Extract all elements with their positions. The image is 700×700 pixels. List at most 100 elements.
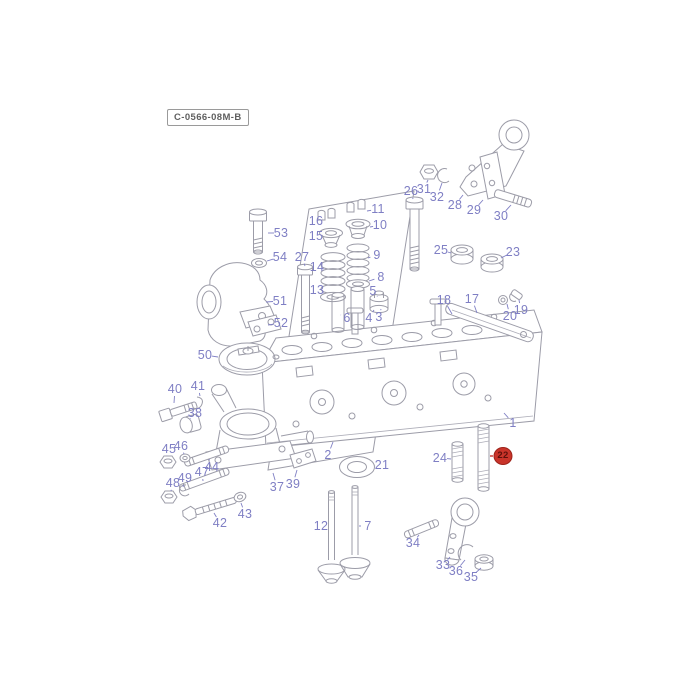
part-label-10[interactable]: 10 [372, 217, 388, 232]
part-label-44[interactable]: 44 [204, 459, 220, 474]
part-label-39[interactable]: 39 [285, 476, 301, 491]
part-label-33[interactable]: 33 [435, 557, 451, 572]
leader-line-39 [294, 469, 298, 478]
part-label-4[interactable]: 4 [365, 310, 373, 325]
leader-line-54 [266, 258, 274, 262]
leader-line-17 [473, 305, 478, 314]
part-label-6[interactable]: 6 [343, 310, 351, 325]
nut-23-drawing [480, 253, 504, 273]
studs-nuts-washers-drawing [159, 445, 247, 522]
part-label-49[interactable]: 49 [177, 470, 193, 485]
leader-line-42 [213, 512, 217, 518]
part-label-54[interactable]: 54 [272, 249, 288, 264]
part-label-26[interactable]: 26 [403, 183, 419, 198]
part-label-50[interactable]: 50 [197, 347, 213, 362]
nut-25-drawing [450, 244, 474, 265]
leader-line-51 [265, 301, 274, 303]
part-label-37[interactable]: 37 [269, 479, 285, 494]
part-label-25[interactable]: 25 [433, 242, 449, 257]
leader-line-32 [438, 182, 443, 191]
part-label-22[interactable]: 22 [493, 447, 513, 465]
leader-line-36 [460, 559, 466, 566]
part-label-27[interactable]: 27 [294, 249, 310, 264]
part-label-8[interactable]: 8 [377, 269, 385, 284]
drawing-code-label: C-0566-08M-B [174, 112, 242, 123]
thermostat-drawing [218, 342, 280, 376]
part-label-51[interactable]: 51 [272, 293, 288, 308]
leader-line-25 [447, 251, 452, 254]
part-label-47[interactable]: 47 [194, 464, 210, 479]
cylinder-head-drawing [261, 298, 543, 449]
seal-ring-drawing [339, 456, 375, 478]
leader-line-33 [447, 556, 451, 560]
part-label-1[interactable]: 1 [509, 415, 517, 430]
lifting-bracket-drawing [419, 119, 533, 208]
part-label-45[interactable]: 45 [161, 441, 177, 456]
part-label-7[interactable]: 7 [364, 518, 372, 533]
part-label-20[interactable]: 20 [502, 308, 518, 323]
part-label-13[interactable]: 13 [309, 282, 325, 297]
part-label-46[interactable]: 46 [173, 438, 189, 453]
leader-line-23 [500, 254, 507, 259]
part-label-19[interactable]: 19 [513, 302, 529, 317]
leader-line-18 [447, 305, 453, 315]
part-label-3[interactable]: 3 [375, 309, 383, 324]
part-label-15[interactable]: 15 [308, 228, 324, 243]
part-label-11[interactable]: 11 [371, 201, 385, 216]
part-label-2[interactable]: 2 [324, 447, 332, 462]
part-label-31[interactable]: 31 [416, 181, 432, 196]
part-label-38[interactable]: 38 [187, 405, 203, 420]
part-label-48[interactable]: 48 [165, 475, 181, 490]
valves-drawing [317, 485, 371, 584]
part-label-17[interactable]: 17 [464, 291, 480, 306]
part-label-18[interactable]: 18 [436, 292, 452, 307]
water-elbow-drawing [196, 262, 282, 347]
part-label-34[interactable]: 34 [405, 535, 421, 550]
leader-line-10 [369, 225, 374, 228]
leader-line-46 [183, 452, 185, 455]
leader-line-35 [475, 567, 482, 573]
part-label-35[interactable]: 35 [463, 569, 479, 584]
part-label-16[interactable]: 16 [308, 213, 324, 228]
valve-guides-seals-drawing [331, 286, 389, 333]
bottom-bracket-drawing [403, 497, 494, 571]
part-label-9[interactable]: 9 [373, 247, 381, 262]
part-label-5[interactable]: 5 [369, 283, 377, 298]
part-label-42[interactable]: 42 [212, 515, 228, 530]
part-label-36[interactable]: 36 [448, 563, 464, 578]
part-label-52[interactable]: 52 [273, 315, 289, 330]
part-label-41[interactable]: 41 [190, 378, 206, 393]
leader-line-27 [303, 263, 306, 267]
part-label-14[interactable]: 14 [309, 259, 325, 274]
leader-line-20 [506, 303, 509, 310]
leader-line-30 [505, 204, 512, 212]
part-label-23[interactable]: 23 [505, 244, 521, 259]
part-label-12[interactable]: 12 [313, 518, 329, 533]
part-label-28[interactable]: 28 [447, 197, 463, 212]
screw-set-drawing [498, 289, 523, 305]
leader-line-49 [182, 484, 184, 488]
part-label-53[interactable]: 53 [273, 225, 289, 240]
leader-line-29 [478, 199, 484, 206]
part-label-21[interactable]: 21 [374, 457, 390, 472]
leader-line-1 [503, 412, 509, 419]
thermostat-housing-drawing [205, 384, 317, 471]
leader-line-28 [459, 194, 464, 200]
part-label-40[interactable]: 40 [167, 381, 183, 396]
leader-line-52 [267, 323, 275, 326]
gasket-strip-drawing [445, 302, 534, 343]
part-label-43[interactable]: 43 [237, 506, 253, 521]
drawing-code-badge[interactable]: C-0566-08M-B [167, 109, 249, 126]
part-label-29[interactable]: 29 [466, 202, 482, 217]
leader-line-11 [366, 209, 372, 212]
leader-line-2 [330, 441, 334, 449]
part-label-24[interactable]: 24 [432, 450, 448, 465]
bolt-26-drawing [405, 196, 424, 272]
leader-line-19 [518, 299, 521, 304]
part-label-30[interactable]: 30 [493, 208, 509, 223]
part-label-32[interactable]: 32 [429, 189, 445, 204]
stud-24-drawing [451, 441, 464, 483]
